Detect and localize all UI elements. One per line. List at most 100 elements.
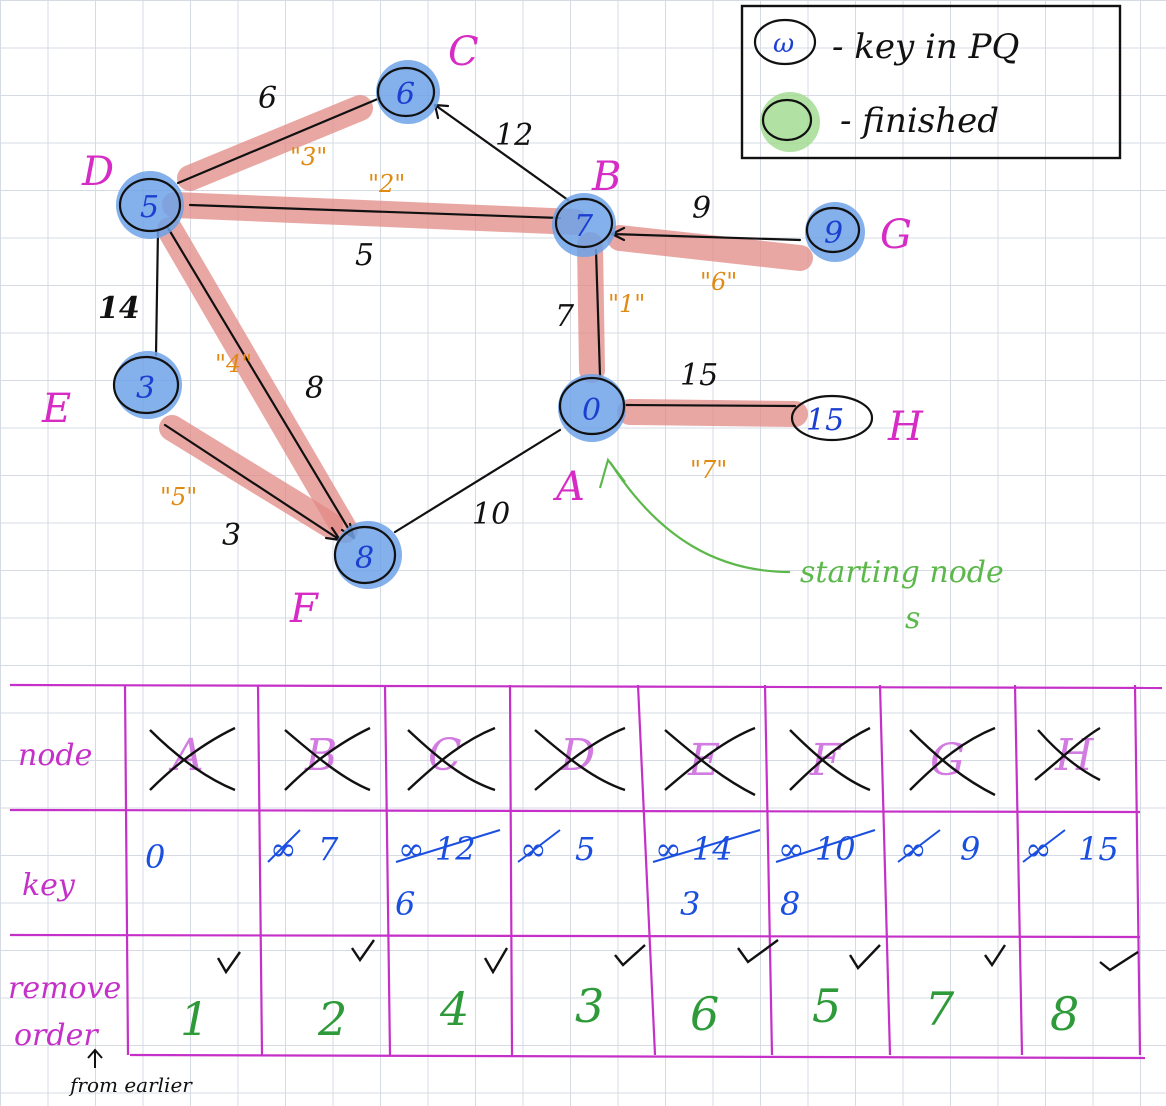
- start-annotation: starting node s: [598, 457, 1004, 636]
- legend: ω - key in PQ - finished: [740, 4, 1122, 160]
- order-table: node key remove order from earlier A 0 1…: [8, 683, 1163, 1097]
- tick-h: [1099, 950, 1139, 972]
- legend-border: [740, 4, 1122, 160]
- weight-b-g: 9: [692, 191, 711, 226]
- table-column-g: G ∞ 9 7: [897, 726, 1007, 1036]
- cell-order-b: 2: [317, 992, 347, 1046]
- cell-order-g: 7: [925, 982, 955, 1036]
- cross-b: [284, 726, 371, 792]
- start-text: starting node: [800, 555, 1004, 590]
- cell-order-h: 8: [1050, 987, 1079, 1041]
- row-label-node: node: [18, 738, 92, 773]
- start-symbol: s: [905, 601, 920, 636]
- table-column-b: B ∞ 7 2: [267, 726, 375, 1046]
- cell-key-struck-h: ∞: [1025, 830, 1052, 868]
- cross-d: [534, 726, 626, 792]
- mst-edge-b-g: [607, 225, 813, 271]
- edge-a-h: [623, 403, 797, 408]
- cell-key-final-g: 9: [960, 830, 980, 868]
- node-name-a: A: [552, 464, 585, 510]
- cross-c: [407, 726, 496, 792]
- edge-d-b: [188, 203, 562, 220]
- node-names: C D B G E A H F: [41, 29, 924, 632]
- node-c: 6: [376, 60, 440, 124]
- node-e-key: 3: [136, 371, 155, 406]
- node-h: 15: [790, 394, 874, 442]
- edge-d-c: [176, 96, 382, 185]
- cell-key-struck-d: ∞: [520, 830, 547, 868]
- table-column-d: D ∞ 5 3: [517, 726, 646, 1033]
- table-column-h: H ∞ 15 8: [1022, 726, 1139, 1041]
- mst-order-labels: "3" "2" "6" "1" "4" "7" "5": [160, 143, 737, 511]
- node-e: 3: [112, 351, 182, 419]
- cell-key-final-d: 5: [575, 830, 595, 868]
- cross-a: [149, 726, 236, 792]
- node-c-key: 6: [396, 77, 415, 112]
- footnote-text: from earlier: [68, 1073, 193, 1097]
- mst-edge-e-f: [159, 415, 343, 538]
- cell-key-final-h: 15: [1078, 830, 1119, 868]
- cross-f: [789, 726, 871, 792]
- cell-key-below-e: 3: [680, 885, 700, 923]
- node-name-b: B: [591, 154, 621, 200]
- cross-h: [1034, 726, 1101, 782]
- row-label-remove: remove: [8, 971, 121, 1006]
- tick-d: [614, 944, 646, 967]
- tick-f: [848, 944, 881, 970]
- weight-b-c: 12: [495, 118, 533, 153]
- weight-d-b: 5: [355, 238, 374, 273]
- node-f: 8: [333, 521, 402, 589]
- node-h-key: 15: [806, 403, 844, 438]
- node-name-c: C: [448, 29, 479, 75]
- table-column-a: A 0 1: [145, 726, 241, 1046]
- cell-key-struck-g: ∞: [900, 830, 927, 868]
- order-label-e-f: "5": [160, 483, 197, 511]
- mst-edge-a-h: [617, 399, 808, 427]
- weight-d-e: 14: [98, 291, 140, 326]
- table-column-c: C ∞ 12 6 4: [395, 726, 509, 1036]
- weight-a-h: 15: [680, 358, 718, 393]
- tick-b: [351, 939, 375, 963]
- tick-a: [216, 951, 241, 975]
- weight-a-b: 7: [555, 299, 575, 334]
- cell-key-final-b: 7: [318, 830, 339, 868]
- cell-node-a: A: [168, 730, 204, 781]
- start-arrow: [609, 461, 791, 574]
- node-a-key: 0: [582, 393, 601, 428]
- node-b: 7: [552, 193, 616, 257]
- order-label-b-g: "6": [700, 268, 737, 296]
- legend-pq-symbol: ω: [773, 29, 794, 59]
- cross-g: [909, 726, 996, 797]
- node-name-d: D: [81, 149, 114, 195]
- order-label-d-c: "3": [290, 143, 327, 171]
- legend-pq-text: - key in PQ: [832, 27, 1019, 67]
- cell-key-below-f: 8: [780, 885, 800, 923]
- row-label-key: key: [22, 868, 76, 903]
- node-name-g: G: [880, 212, 912, 258]
- table-column-e: E ∞ 14 3 6: [652, 726, 779, 1041]
- cell-order-f: 5: [812, 979, 841, 1033]
- legend-finished-ring: [761, 98, 813, 142]
- cell-node-b: B: [304, 730, 337, 781]
- node-name-e: E: [41, 386, 71, 432]
- node-a: 0: [558, 374, 626, 442]
- weight-d-f: 8: [305, 371, 324, 406]
- node-d: 5: [116, 171, 184, 239]
- weight-f-a: 10: [472, 497, 510, 532]
- cell-order-c: 4: [439, 982, 469, 1036]
- node-g: 9: [805, 202, 865, 262]
- cell-order-d: 3: [575, 979, 604, 1033]
- edge-f-a: [393, 428, 562, 534]
- edge-weights: 6 12 5 9 7 14 8 15 3 10: [98, 81, 718, 553]
- node-name-h: H: [887, 404, 924, 450]
- weight-d-c: 6: [258, 81, 277, 116]
- mst-edge-a-b: [577, 232, 605, 383]
- table-column-f: F ∞ 10 8 5: [775, 726, 881, 1033]
- edge-d-e: [154, 228, 160, 357]
- order-label-a-b: "1": [608, 290, 645, 318]
- edge-a-b: [594, 248, 602, 378]
- node-name-f: F: [289, 586, 319, 632]
- cell-node-f: F: [809, 735, 842, 786]
- row-label-order: order: [14, 1018, 99, 1053]
